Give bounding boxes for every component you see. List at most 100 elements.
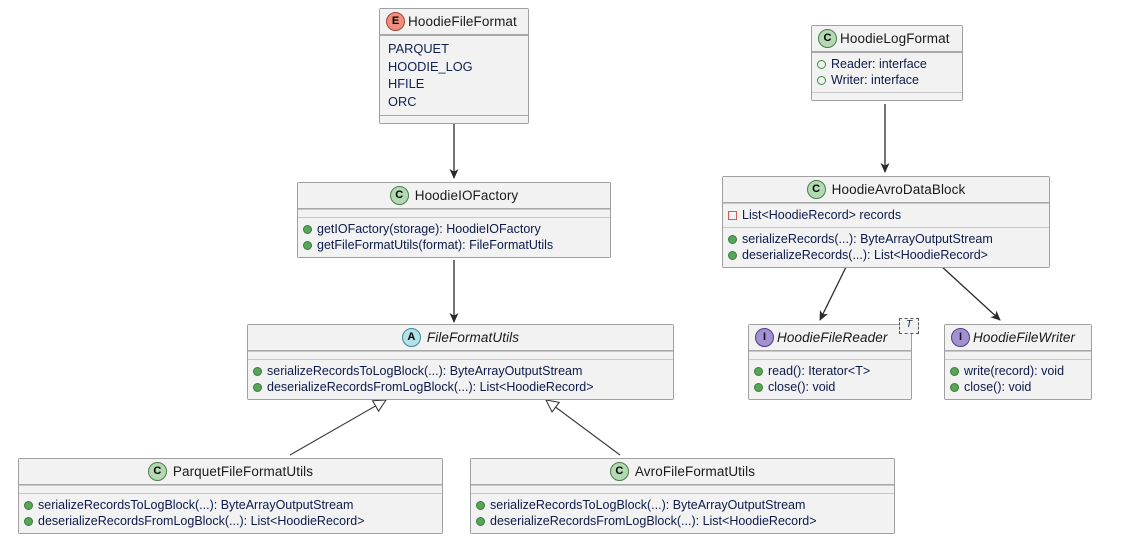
class-name-hoodie-avro-data-block: HoodieAvroDataBlock bbox=[831, 182, 966, 197]
method-row: deserializeRecords(...): List<HoodieReco… bbox=[728, 247, 1044, 263]
member-row: Reader: interface bbox=[817, 56, 957, 72]
method-row: deserializeRecordsFromLogBlock(...): Lis… bbox=[476, 513, 889, 529]
class-header-hoodie-file-writer: I HoodieFileWriter bbox=[945, 325, 1091, 351]
enum-value: HFILE bbox=[388, 76, 425, 91]
member-label: Reader: interface bbox=[831, 57, 927, 71]
public-method-icon bbox=[303, 224, 312, 234]
public-field-icon bbox=[817, 59, 826, 69]
class-header-hoodie-file-format: E HoodieFileFormat bbox=[380, 9, 528, 35]
field-row: List<HoodieRecord> records bbox=[728, 207, 1044, 223]
enum-value: PARQUET bbox=[388, 41, 449, 56]
class-name-hoodie-log-format: HoodieLogFormat bbox=[840, 31, 950, 46]
class-header-hoodie-avro-data-block: C HoodieAvroDataBlock bbox=[723, 177, 1049, 203]
class-box-hoodie-avro-data-block[interactable]: C HoodieAvroDataBlock List<HoodieRecord>… bbox=[722, 176, 1050, 268]
empty-fields-compartment-hoodie-file-reader bbox=[749, 351, 911, 359]
class-header-hoodie-file-reader: I HoodieFileReader bbox=[749, 325, 911, 351]
method-label: deserializeRecordsFromLogBlock(...): Lis… bbox=[490, 514, 817, 528]
public-field-icon bbox=[817, 75, 826, 85]
class-header-hoodie-log-format: C HoodieLogFormat bbox=[812, 26, 962, 52]
public-method-icon bbox=[24, 516, 33, 526]
method-label: deserializeRecordsFromLogBlock(...): Lis… bbox=[38, 514, 365, 528]
class-stereotype-icon: C bbox=[806, 180, 826, 199]
empty-fields-compartment-file-format-utils bbox=[248, 351, 673, 359]
abstract-class-stereotype-icon: A bbox=[401, 328, 421, 347]
class-stereotype-icon: C bbox=[609, 462, 629, 481]
method-label: getFileFormatUtils(format): FileFormatUt… bbox=[317, 238, 554, 252]
edge-hoodieavrodatablock-to-hoodiefilewriter bbox=[939, 264, 1001, 321]
enum-value: HOODIE_LOG bbox=[388, 58, 473, 74]
enum-values-compartment: PARQUET HOODIE_LOG HFILE ORC bbox=[380, 35, 528, 115]
method-row: deserializeRecordsFromLogBlock(...): Lis… bbox=[24, 513, 437, 529]
public-method-icon bbox=[303, 240, 312, 250]
empty-fields-compartment-avro-file-format-utils bbox=[471, 485, 894, 493]
enum-empty-compartment bbox=[380, 115, 528, 123]
method-row: write(record): void bbox=[950, 363, 1086, 379]
method-row: serializeRecordsToLogBlock(...): ByteArr… bbox=[24, 497, 437, 513]
members-compartment-hoodie-log-format: Reader: interface Writer: interface bbox=[812, 52, 962, 92]
public-method-icon bbox=[476, 500, 485, 510]
edge-hoodieavrodatablock-to-hoodiefilereader bbox=[819, 264, 848, 321]
enum-stereotype-icon: E bbox=[386, 12, 405, 31]
method-label: serializeRecordsToLogBlock(...): ByteArr… bbox=[38, 498, 354, 512]
public-method-icon bbox=[476, 516, 485, 526]
class-box-hoodie-log-format[interactable]: C HoodieLogFormat Reader: interface Writ… bbox=[811, 25, 963, 101]
empty-fields-compartment-parquet-file-format-utils bbox=[19, 485, 442, 493]
empty-fields-compartment-hoodie-io-factory bbox=[298, 209, 610, 217]
public-method-icon bbox=[950, 382, 959, 392]
class-name-avro-file-format-utils: AvroFileFormatUtils bbox=[634, 464, 756, 479]
class-box-avro-file-format-utils[interactable]: C AvroFileFormatUtils serializeRecordsTo… bbox=[470, 458, 895, 534]
method-label: close(): void bbox=[768, 380, 836, 394]
class-name-parquet-file-format-utils: ParquetFileFormatUtils bbox=[172, 464, 314, 479]
methods-compartment-hoodie-file-reader: read(): Iterator<T> close(): void bbox=[749, 359, 911, 399]
field-label: List<HoodieRecord> records bbox=[742, 208, 902, 222]
methods-compartment-parquet-file-format-utils: serializeRecordsToLogBlock(...): ByteArr… bbox=[19, 493, 442, 533]
method-label: write(record): void bbox=[964, 364, 1065, 378]
public-method-icon bbox=[253, 382, 262, 392]
methods-compartment-avro-file-format-utils: serializeRecordsToLogBlock(...): ByteArr… bbox=[471, 493, 894, 533]
method-row: close(): void bbox=[950, 379, 1086, 395]
method-row: serializeRecordsToLogBlock(...): ByteArr… bbox=[476, 497, 889, 513]
edge-avrofileformatutils-to-fileformatutils bbox=[545, 399, 621, 456]
class-box-parquet-file-format-utils[interactable]: C ParquetFileFormatUtils serializeRecord… bbox=[18, 458, 443, 534]
class-box-file-format-utils[interactable]: A FileFormatUtils serializeRecordsToLogB… bbox=[247, 324, 674, 400]
methods-compartment-hoodie-file-writer: write(record): void close(): void bbox=[945, 359, 1091, 399]
method-label: getIOFactory(storage): HoodieIOFactory bbox=[317, 222, 541, 236]
empty-fields-compartment-hoodie-file-writer bbox=[945, 351, 1091, 359]
public-method-icon bbox=[728, 250, 737, 260]
empty-compartment-hoodie-log-format bbox=[812, 92, 962, 100]
method-row: serializeRecords(...): ByteArrayOutputSt… bbox=[728, 231, 1044, 247]
method-row: serializeRecordsToLogBlock(...): ByteArr… bbox=[253, 363, 668, 379]
method-row: read(): Iterator<T> bbox=[754, 363, 906, 379]
public-method-icon bbox=[754, 382, 763, 392]
class-name-hoodie-file-writer: HoodieFileWriter bbox=[973, 330, 1076, 345]
type-parameter-box-hoodie-file-reader: T bbox=[899, 318, 919, 334]
class-header-file-format-utils: A FileFormatUtils bbox=[248, 325, 673, 351]
class-name-file-format-utils: FileFormatUtils bbox=[426, 330, 520, 345]
class-name-hoodie-file-reader: HoodieFileReader bbox=[777, 330, 888, 345]
method-label: serializeRecords(...): ByteArrayOutputSt… bbox=[742, 232, 993, 246]
method-row: close(): void bbox=[754, 379, 906, 395]
method-label: deserializeRecords(...): List<HoodieReco… bbox=[742, 248, 988, 262]
class-header-hoodie-io-factory: C HoodieIOFactory bbox=[298, 183, 610, 209]
class-stereotype-icon: C bbox=[147, 462, 167, 481]
public-method-icon bbox=[754, 366, 763, 376]
enum-value: ORC bbox=[388, 93, 417, 109]
class-box-hoodie-file-writer[interactable]: I HoodieFileWriter write(record): void c… bbox=[944, 324, 1092, 400]
class-header-avro-file-format-utils: C AvroFileFormatUtils bbox=[471, 459, 894, 485]
edge-parquetfileformatutils-to-fileformatutils bbox=[289, 399, 388, 456]
method-label: close(): void bbox=[964, 380, 1032, 394]
method-row: deserializeRecordsFromLogBlock(...): Lis… bbox=[253, 379, 668, 395]
class-stereotype-icon: C bbox=[818, 29, 837, 48]
public-method-icon bbox=[24, 500, 33, 510]
public-method-icon bbox=[253, 366, 262, 376]
interface-stereotype-icon: I bbox=[951, 328, 970, 347]
class-header-parquet-file-format-utils: C ParquetFileFormatUtils bbox=[19, 459, 442, 485]
public-method-icon bbox=[950, 366, 959, 376]
method-row: getFileFormatUtils(format): FileFormatUt… bbox=[303, 237, 605, 253]
private-field-icon bbox=[728, 210, 737, 220]
class-box-hoodie-file-reader[interactable]: I HoodieFileReader read(): Iterator<T> c… bbox=[748, 324, 912, 400]
class-box-hoodie-io-factory[interactable]: C HoodieIOFactory getIOFactory(storage):… bbox=[297, 182, 611, 258]
class-box-hoodie-file-format[interactable]: E HoodieFileFormat PARQUET HOODIE_LOG HF… bbox=[379, 8, 529, 124]
methods-compartment-hoodie-io-factory: getIOFactory(storage): HoodieIOFactory g… bbox=[298, 217, 610, 257]
